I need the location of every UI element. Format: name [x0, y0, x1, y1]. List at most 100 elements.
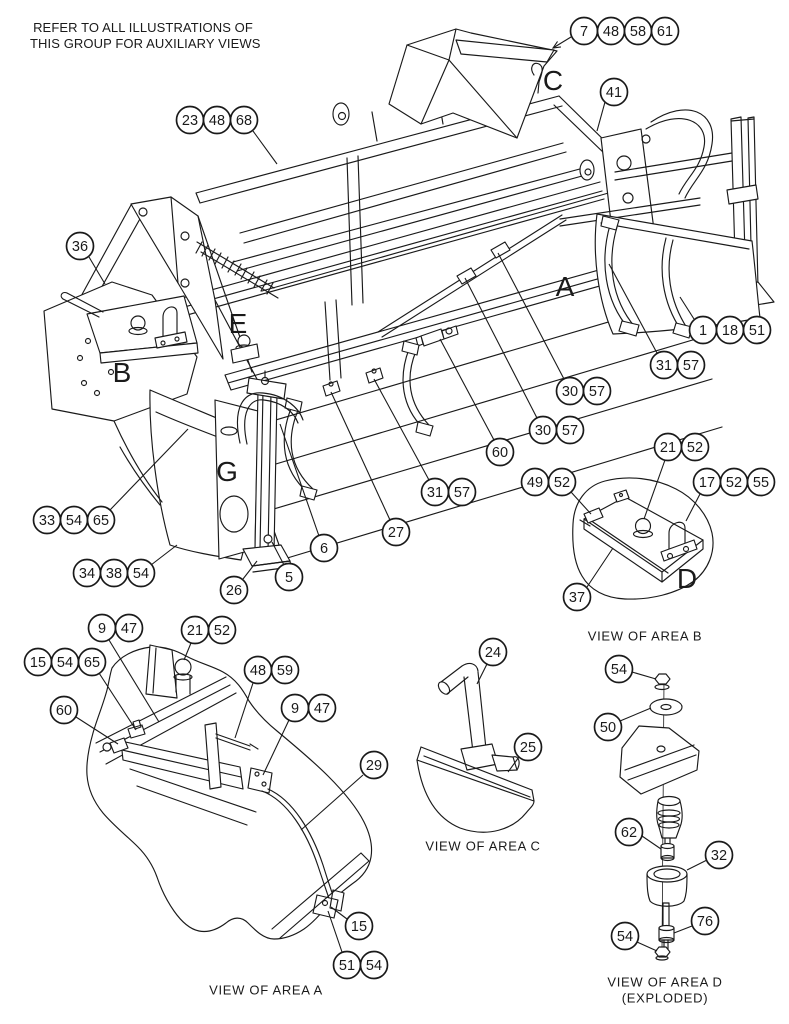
- callout-balloon: [126, 558, 156, 588]
- callout-number: 15: [30, 655, 46, 671]
- callout-number: 65: [93, 513, 109, 529]
- callout-balloon: [359, 750, 389, 780]
- callout-balloon: [114, 613, 144, 643]
- callout-balloon: [746, 467, 776, 497]
- leader-line: [234, 682, 254, 739]
- leader-line: [497, 252, 565, 380]
- leader-line: [636, 941, 658, 952]
- callout-number: 6: [320, 541, 328, 557]
- leader-line: [507, 756, 520, 773]
- callout-balloon: [650, 16, 680, 46]
- area-label-b: B: [113, 357, 132, 388]
- callout-number: 51: [339, 958, 355, 974]
- callout-number: 68: [236, 113, 252, 129]
- callout-balloon: [614, 817, 644, 847]
- callout-balloon: [274, 562, 304, 592]
- callout-number: 57: [589, 384, 605, 400]
- callout-balloon: [604, 654, 634, 684]
- callout-number: 27: [388, 525, 404, 541]
- callout-balloon: [742, 315, 772, 345]
- callout-number: 52: [554, 475, 570, 491]
- callout-balloon: [49, 695, 79, 725]
- leader-line: [279, 423, 320, 537]
- callout-balloon: [77, 647, 107, 677]
- callout-number: 52: [726, 475, 742, 491]
- callout-number: 54: [66, 513, 82, 529]
- callout-number: 31: [656, 358, 672, 374]
- callout-number: 50: [600, 720, 616, 736]
- callout-number: 47: [121, 621, 137, 637]
- callout-number: 52: [214, 623, 230, 639]
- leader-line: [586, 547, 614, 588]
- callout-number: 25: [520, 740, 536, 756]
- view-caption-area-d: VIEW OF AREA D: [607, 974, 723, 990]
- callout-number: 17: [699, 475, 715, 491]
- callout-number: 30: [535, 423, 551, 439]
- callout-number: 38: [106, 566, 122, 582]
- leader-line: [608, 263, 658, 354]
- callout-balloon: [547, 467, 577, 497]
- callout-number: 52: [687, 440, 703, 456]
- callout-balloon: [219, 575, 249, 605]
- leader-line: [643, 459, 666, 520]
- leader-line: [619, 707, 652, 722]
- callout-balloon: [555, 415, 585, 445]
- view-caption-area-a: VIEW OF AREA A: [209, 982, 323, 998]
- callout-balloon: [582, 376, 612, 406]
- callout-number: 1: [699, 323, 707, 339]
- callout-balloon: [307, 693, 337, 723]
- callout-number: 62: [621, 825, 637, 841]
- callout-number: 57: [683, 358, 699, 374]
- callout-number: 9: [98, 621, 106, 637]
- area-label-g: G: [216, 456, 238, 487]
- callout-number: 51: [749, 323, 765, 339]
- callout-number: 57: [454, 485, 470, 501]
- callout-number: 9: [291, 701, 299, 717]
- view-caption-area-b: VIEW OF AREA B: [587, 628, 703, 644]
- leader-line: [98, 672, 137, 731]
- callout-number: 26: [226, 583, 242, 599]
- callout-balloon: [680, 432, 710, 462]
- callout-number: 18: [722, 323, 738, 339]
- callout-number: 58: [630, 24, 646, 40]
- leader-line: [327, 910, 343, 953]
- area-label-a: A: [556, 271, 575, 302]
- callout-number: 21: [187, 623, 203, 639]
- callout-number: 48: [209, 113, 225, 129]
- leader-line: [685, 493, 701, 522]
- callout-balloon: [86, 505, 116, 535]
- callout-balloon: [676, 350, 706, 380]
- leader-line: [596, 101, 606, 132]
- callout-number: 54: [57, 655, 73, 671]
- callout-number: 49: [527, 475, 543, 491]
- leader-line: [242, 560, 258, 580]
- callout-balloon: [562, 582, 592, 612]
- leader-line: [673, 925, 693, 934]
- callout-balloon: [381, 517, 411, 547]
- callout-number: 23: [182, 113, 198, 129]
- leader-line: [464, 277, 538, 419]
- leader-line: [570, 491, 592, 515]
- callout-number: 47: [314, 701, 330, 717]
- callout-balloon: [359, 950, 389, 980]
- leader-line: [271, 541, 285, 566]
- callout-number: 54: [366, 958, 382, 974]
- callout-balloon: [599, 77, 629, 107]
- callout-number: 60: [492, 445, 508, 461]
- callout-number: 21: [660, 440, 676, 456]
- area-label-e: E: [229, 308, 248, 339]
- callout-balloon: [344, 911, 374, 941]
- leader-line: [439, 338, 495, 441]
- callout-balloon: [485, 437, 515, 467]
- area-label-d: D: [677, 563, 697, 594]
- callout-number: 54: [611, 662, 627, 678]
- leader-line: [262, 719, 290, 776]
- callout-number: 59: [277, 663, 293, 679]
- callout-number: 37: [569, 590, 585, 606]
- callout-balloon: [690, 906, 720, 936]
- machine-line-art: [43, 28, 775, 961]
- callout-number: 31: [427, 485, 443, 501]
- callout-balloon: [513, 732, 543, 762]
